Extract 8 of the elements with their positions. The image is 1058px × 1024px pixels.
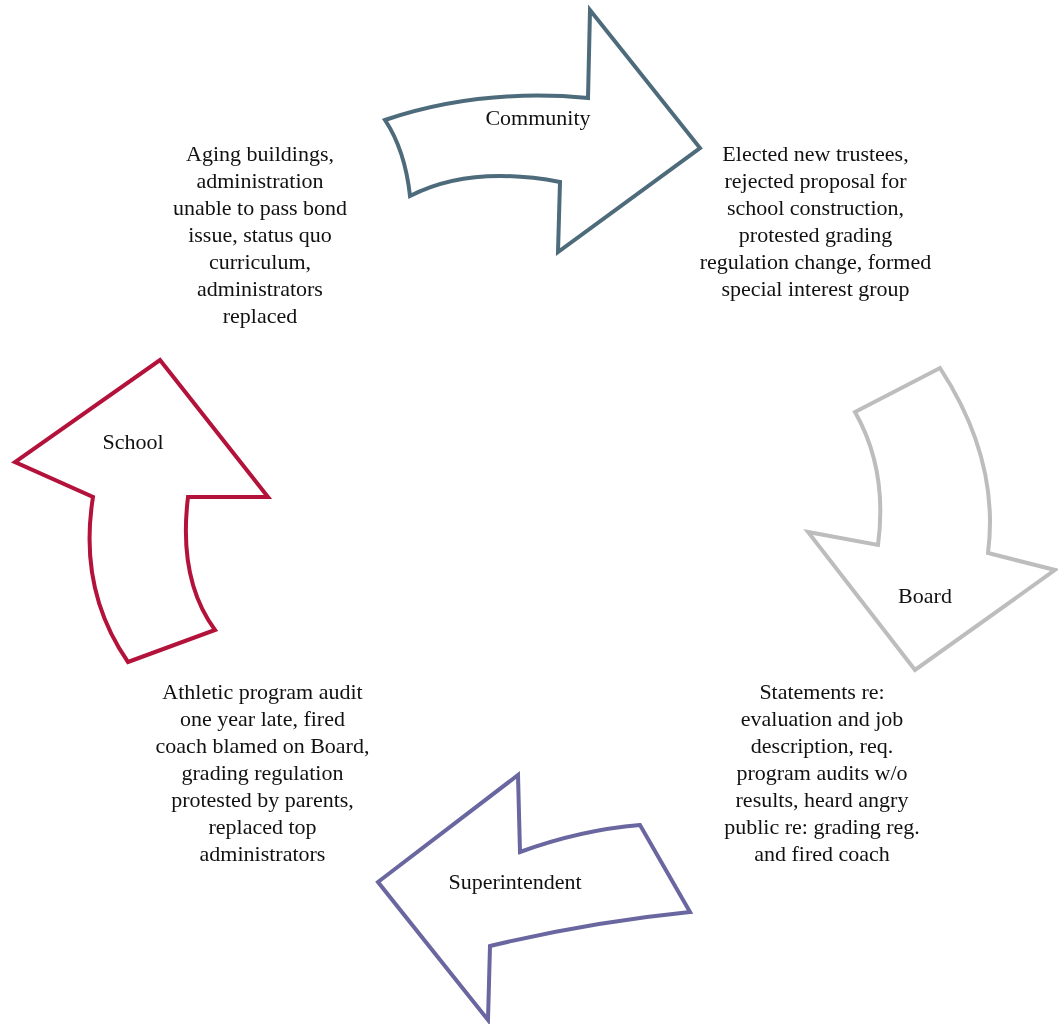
description-text: Elected new trustees, rejected proposal for school construction, protested grading regulation change, formed special interest group [698, 140, 933, 302]
arrow-label: Community [485, 105, 591, 131]
arrow-label: School [102, 429, 164, 455]
arrow-label: Superintendent [448, 869, 582, 895]
description-text: Aging buildings, administration unable to pass bond issue, status quo curriculum, administrators replaced [171, 140, 349, 329]
description-text: Athletic program audit one year late, fired coach blamed on Board, grading regulation protested by parents, replaced top administrators [155, 678, 370, 867]
arrow-label: Board [898, 583, 952, 609]
description-text: Statements re: evaluation and job description, req. program audits w/o results, heard angry public re: grading reg. and fired coach [723, 678, 921, 867]
